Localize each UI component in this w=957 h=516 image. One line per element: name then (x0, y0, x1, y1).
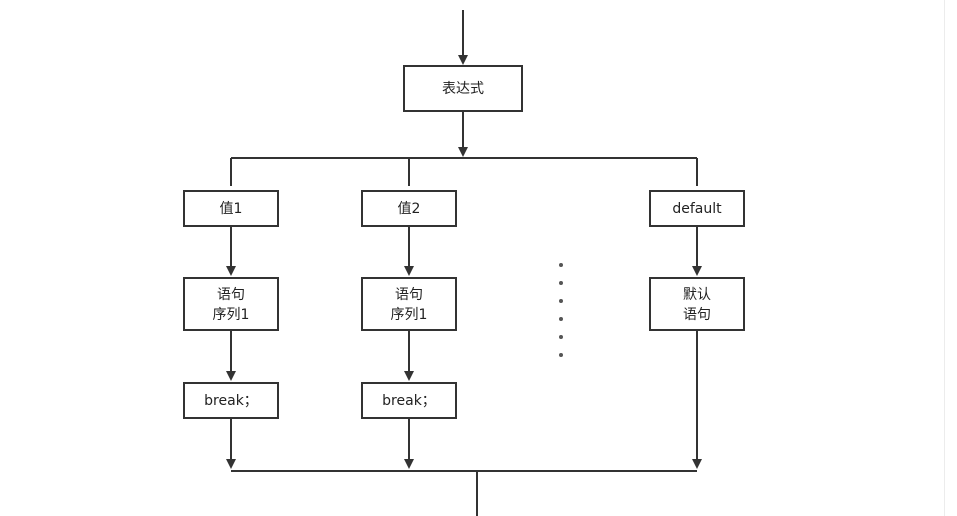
expression-label: 表达式 (442, 81, 484, 97)
statement2-line1: 语句 (395, 287, 423, 303)
default-statement-line1: 默认 (683, 287, 711, 303)
default-statement-line2: 语句 (683, 307, 711, 323)
default-statement-box (649, 277, 745, 331)
break1-label: break； (204, 393, 258, 409)
value2-box (361, 190, 457, 227)
statement2-line2: 序列1 (391, 307, 428, 323)
right-edge-divider (944, 0, 945, 516)
value1-label: 值1 (220, 201, 243, 217)
ellipsis-dot (559, 263, 563, 267)
statement1-line2: 序列1 (213, 307, 250, 323)
ellipsis-dot (559, 353, 563, 357)
ellipsis-dot (559, 317, 563, 321)
value1-box (183, 190, 279, 227)
ellipsis-dot (559, 281, 563, 285)
break2-box (361, 382, 457, 419)
ellipsis-dot (559, 335, 563, 339)
ellipsis-dots (559, 263, 563, 357)
ellipsis-dot (559, 299, 563, 303)
break2-label: break； (382, 393, 436, 409)
default-label: default (672, 201, 722, 217)
value2-label: 值2 (398, 201, 421, 217)
statement1-line1: 语句 (217, 287, 245, 303)
break1-box (183, 382, 279, 419)
